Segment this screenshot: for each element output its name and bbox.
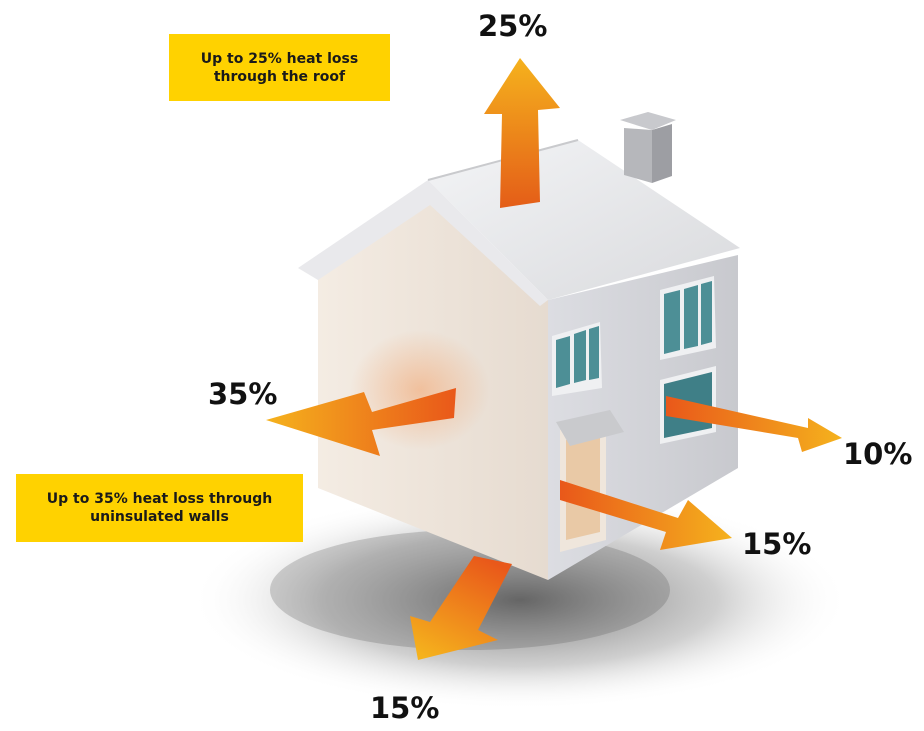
roof-eave-left — [298, 180, 548, 306]
percent-windows-label: 10% — [843, 437, 913, 471]
front-door — [556, 410, 624, 552]
roof-heat-loss-callout: Up to 25% heat loss through the roof — [169, 34, 390, 101]
walls-heat-loss-callout: Up to 35% heat loss through uninsulated … — [16, 474, 303, 542]
roof-callout-line2: through the roof — [213, 68, 346, 85]
percent-walls-label: 35% — [208, 377, 278, 411]
chimney-front — [624, 128, 652, 183]
walls-callout-line2: uninsulated walls — [90, 509, 229, 525]
chimney-top — [620, 112, 676, 130]
percent-roof-label: 25% — [478, 9, 548, 43]
arrow-window-right — [666, 396, 842, 452]
percent-doors-label: 15% — [742, 527, 812, 561]
upper-windows-right — [660, 276, 716, 360]
chimney-side — [652, 124, 672, 183]
roof-callout-line1: Up to 25% heat loss — [200, 50, 359, 67]
walls-callout-line1: Up to 35% heat loss through — [46, 491, 273, 507]
arrow-wall-left — [266, 388, 456, 456]
arrow-door-right — [560, 480, 732, 550]
percent-floor-label: 15% — [370, 691, 440, 725]
upper-windows-left — [552, 322, 602, 396]
arrow-roof — [484, 58, 560, 208]
arrow-floor-down — [410, 556, 512, 660]
